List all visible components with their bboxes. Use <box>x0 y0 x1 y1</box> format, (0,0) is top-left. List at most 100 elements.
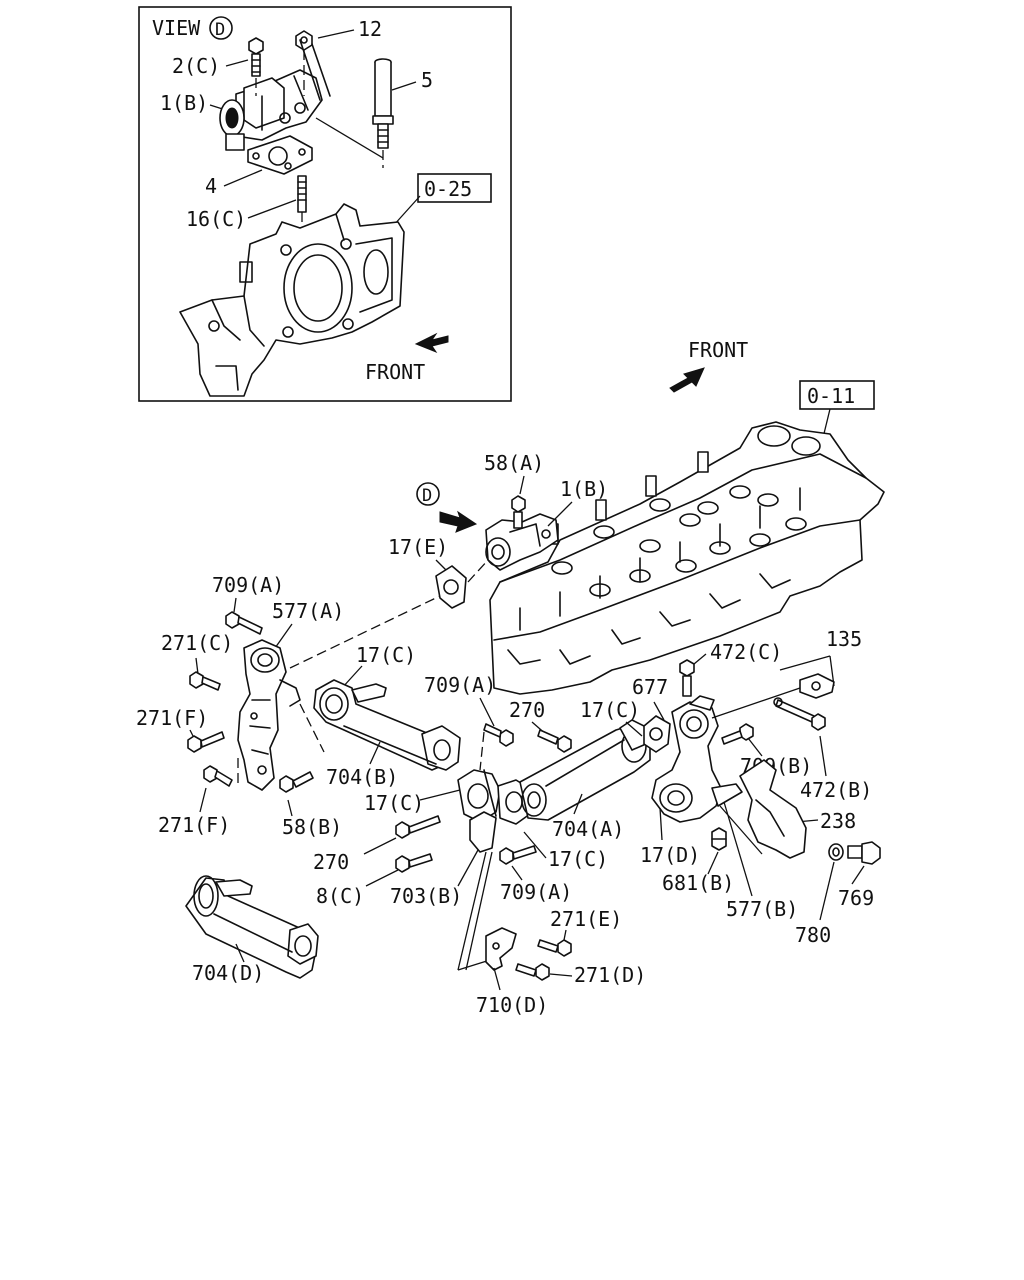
leader-577b <box>723 801 753 897</box>
leader-677 <box>653 701 665 721</box>
cylinder-head <box>489 421 885 695</box>
callout-271e: 271(E) <box>550 907 622 931</box>
view-d-arrow <box>439 510 478 533</box>
shield-line <box>719 805 763 855</box>
nut-681b <box>711 827 727 851</box>
leader-17c-bot <box>523 831 547 859</box>
callout-17d: 17(D) <box>640 843 700 867</box>
inset-frame <box>138 6 512 402</box>
leader-271f-bot <box>199 787 207 813</box>
bolt-769 <box>847 841 881 865</box>
bracket-710d-line-c <box>457 959 491 971</box>
heat-shield-238 <box>739 759 807 859</box>
bolt-271f-top <box>187 731 225 753</box>
leader-704d <box>235 943 245 963</box>
bolt-271d <box>515 963 550 981</box>
bracket-135 <box>799 673 835 699</box>
leader-769 <box>851 865 865 885</box>
egr-valve-1b-inset <box>219 39 331 151</box>
callout-1b-inset: 1(B) <box>160 91 208 115</box>
leader-709b <box>747 737 763 757</box>
cooler-704a <box>519 719 651 821</box>
bolt-709a-axis <box>479 731 485 771</box>
front-arrow-main <box>669 367 705 393</box>
callout-5: 5 <box>421 68 433 92</box>
callout-472b: 472(B) <box>800 778 872 802</box>
callout-2c: 2(C) <box>172 54 220 78</box>
callout-4: 4 <box>205 174 217 198</box>
callout-709a-mid: 709(A) <box>424 673 496 697</box>
cooler-junction <box>457 769 533 853</box>
callout-271f-bot: 271(F) <box>158 813 230 837</box>
leader-271c <box>195 657 199 675</box>
bracket-710d-line-a <box>457 851 487 971</box>
callout-12: 12 <box>358 17 382 41</box>
leader-709a-top <box>233 597 237 613</box>
callout-704b: 704(B) <box>326 765 398 789</box>
inset-view-d: VIEW D 12 2(C) 5 <box>138 6 512 402</box>
front-label-inset: FRONT <box>365 360 425 384</box>
callout-135: 135 <box>826 627 862 651</box>
gasket-17e <box>435 565 467 609</box>
cooler-704d <box>185 875 319 979</box>
bolt-2c <box>248 37 264 77</box>
valve-to-stud-line <box>315 117 384 159</box>
callout-577b: 577(B) <box>726 897 798 921</box>
callout-17c-left: 17(C) <box>364 791 424 815</box>
bolt-709a-top <box>225 611 263 635</box>
leader-709a-bot <box>511 865 523 881</box>
bracket-710d-line-b <box>465 851 493 971</box>
leader-709a-mid <box>479 697 495 727</box>
callout-704a: 704(A) <box>552 817 624 841</box>
leader-780 <box>819 861 835 921</box>
callout-577a: 577(A) <box>272 599 344 623</box>
bolt-271e <box>537 939 572 957</box>
callout-17e: 17(E) <box>388 535 448 559</box>
callout-270-bot: 270 <box>313 850 349 874</box>
leader-710d <box>493 967 501 991</box>
stud-5 <box>372 58 394 149</box>
leader-58b <box>287 799 293 817</box>
leader-16c <box>247 199 297 219</box>
leader-17d <box>659 807 663 841</box>
bolt-709a-mid <box>483 723 514 747</box>
leader-4 <box>223 169 263 187</box>
callout-17c-mid: 17(C) <box>580 698 640 722</box>
leader-270-bot <box>363 837 397 855</box>
callout-681b: 681(B) <box>662 871 734 895</box>
gasket-4 <box>247 135 313 175</box>
callout-709a-bot: 709(A) <box>500 880 572 904</box>
callout-16c: 16(C) <box>186 207 246 231</box>
callout-58b: 58(B) <box>282 815 342 839</box>
callout-1b-main: 1(B) <box>560 477 608 501</box>
leader-12 <box>317 29 355 39</box>
callout-17c-bot: 17(C) <box>548 847 608 871</box>
main-view: FRONT 0-11 <box>136 338 885 1017</box>
flange-alignment-line <box>289 595 441 669</box>
callout-780: 780 <box>795 923 831 947</box>
callout-271c: 271(C) <box>161 631 233 655</box>
gasket-17c-mid <box>643 715 671 753</box>
inset-view-marker: D <box>215 20 225 40</box>
callout-8c: 8(C) <box>316 884 364 908</box>
leader-681b <box>707 851 719 875</box>
leader-8c <box>365 869 399 887</box>
stud-16c <box>297 175 307 213</box>
bolt-58b <box>279 771 314 793</box>
bolt-472b <box>773 697 826 731</box>
bolt-270-bot <box>395 815 441 839</box>
callout-769: 769 <box>838 886 874 910</box>
leader-704a <box>573 793 583 815</box>
washer-780 <box>828 843 844 861</box>
leader-704b <box>369 741 381 765</box>
callout-704d: 704(D) <box>192 961 264 985</box>
bracket-710d <box>485 927 517 971</box>
bolt-270-top <box>537 729 572 753</box>
callout-703b: 703(B) <box>390 884 462 908</box>
ref-box-0-11 <box>799 380 875 410</box>
leader-17c-mid <box>625 721 643 737</box>
leader-5 <box>391 81 417 91</box>
cooler-704b <box>313 679 461 771</box>
pipe-577a <box>237 639 301 791</box>
